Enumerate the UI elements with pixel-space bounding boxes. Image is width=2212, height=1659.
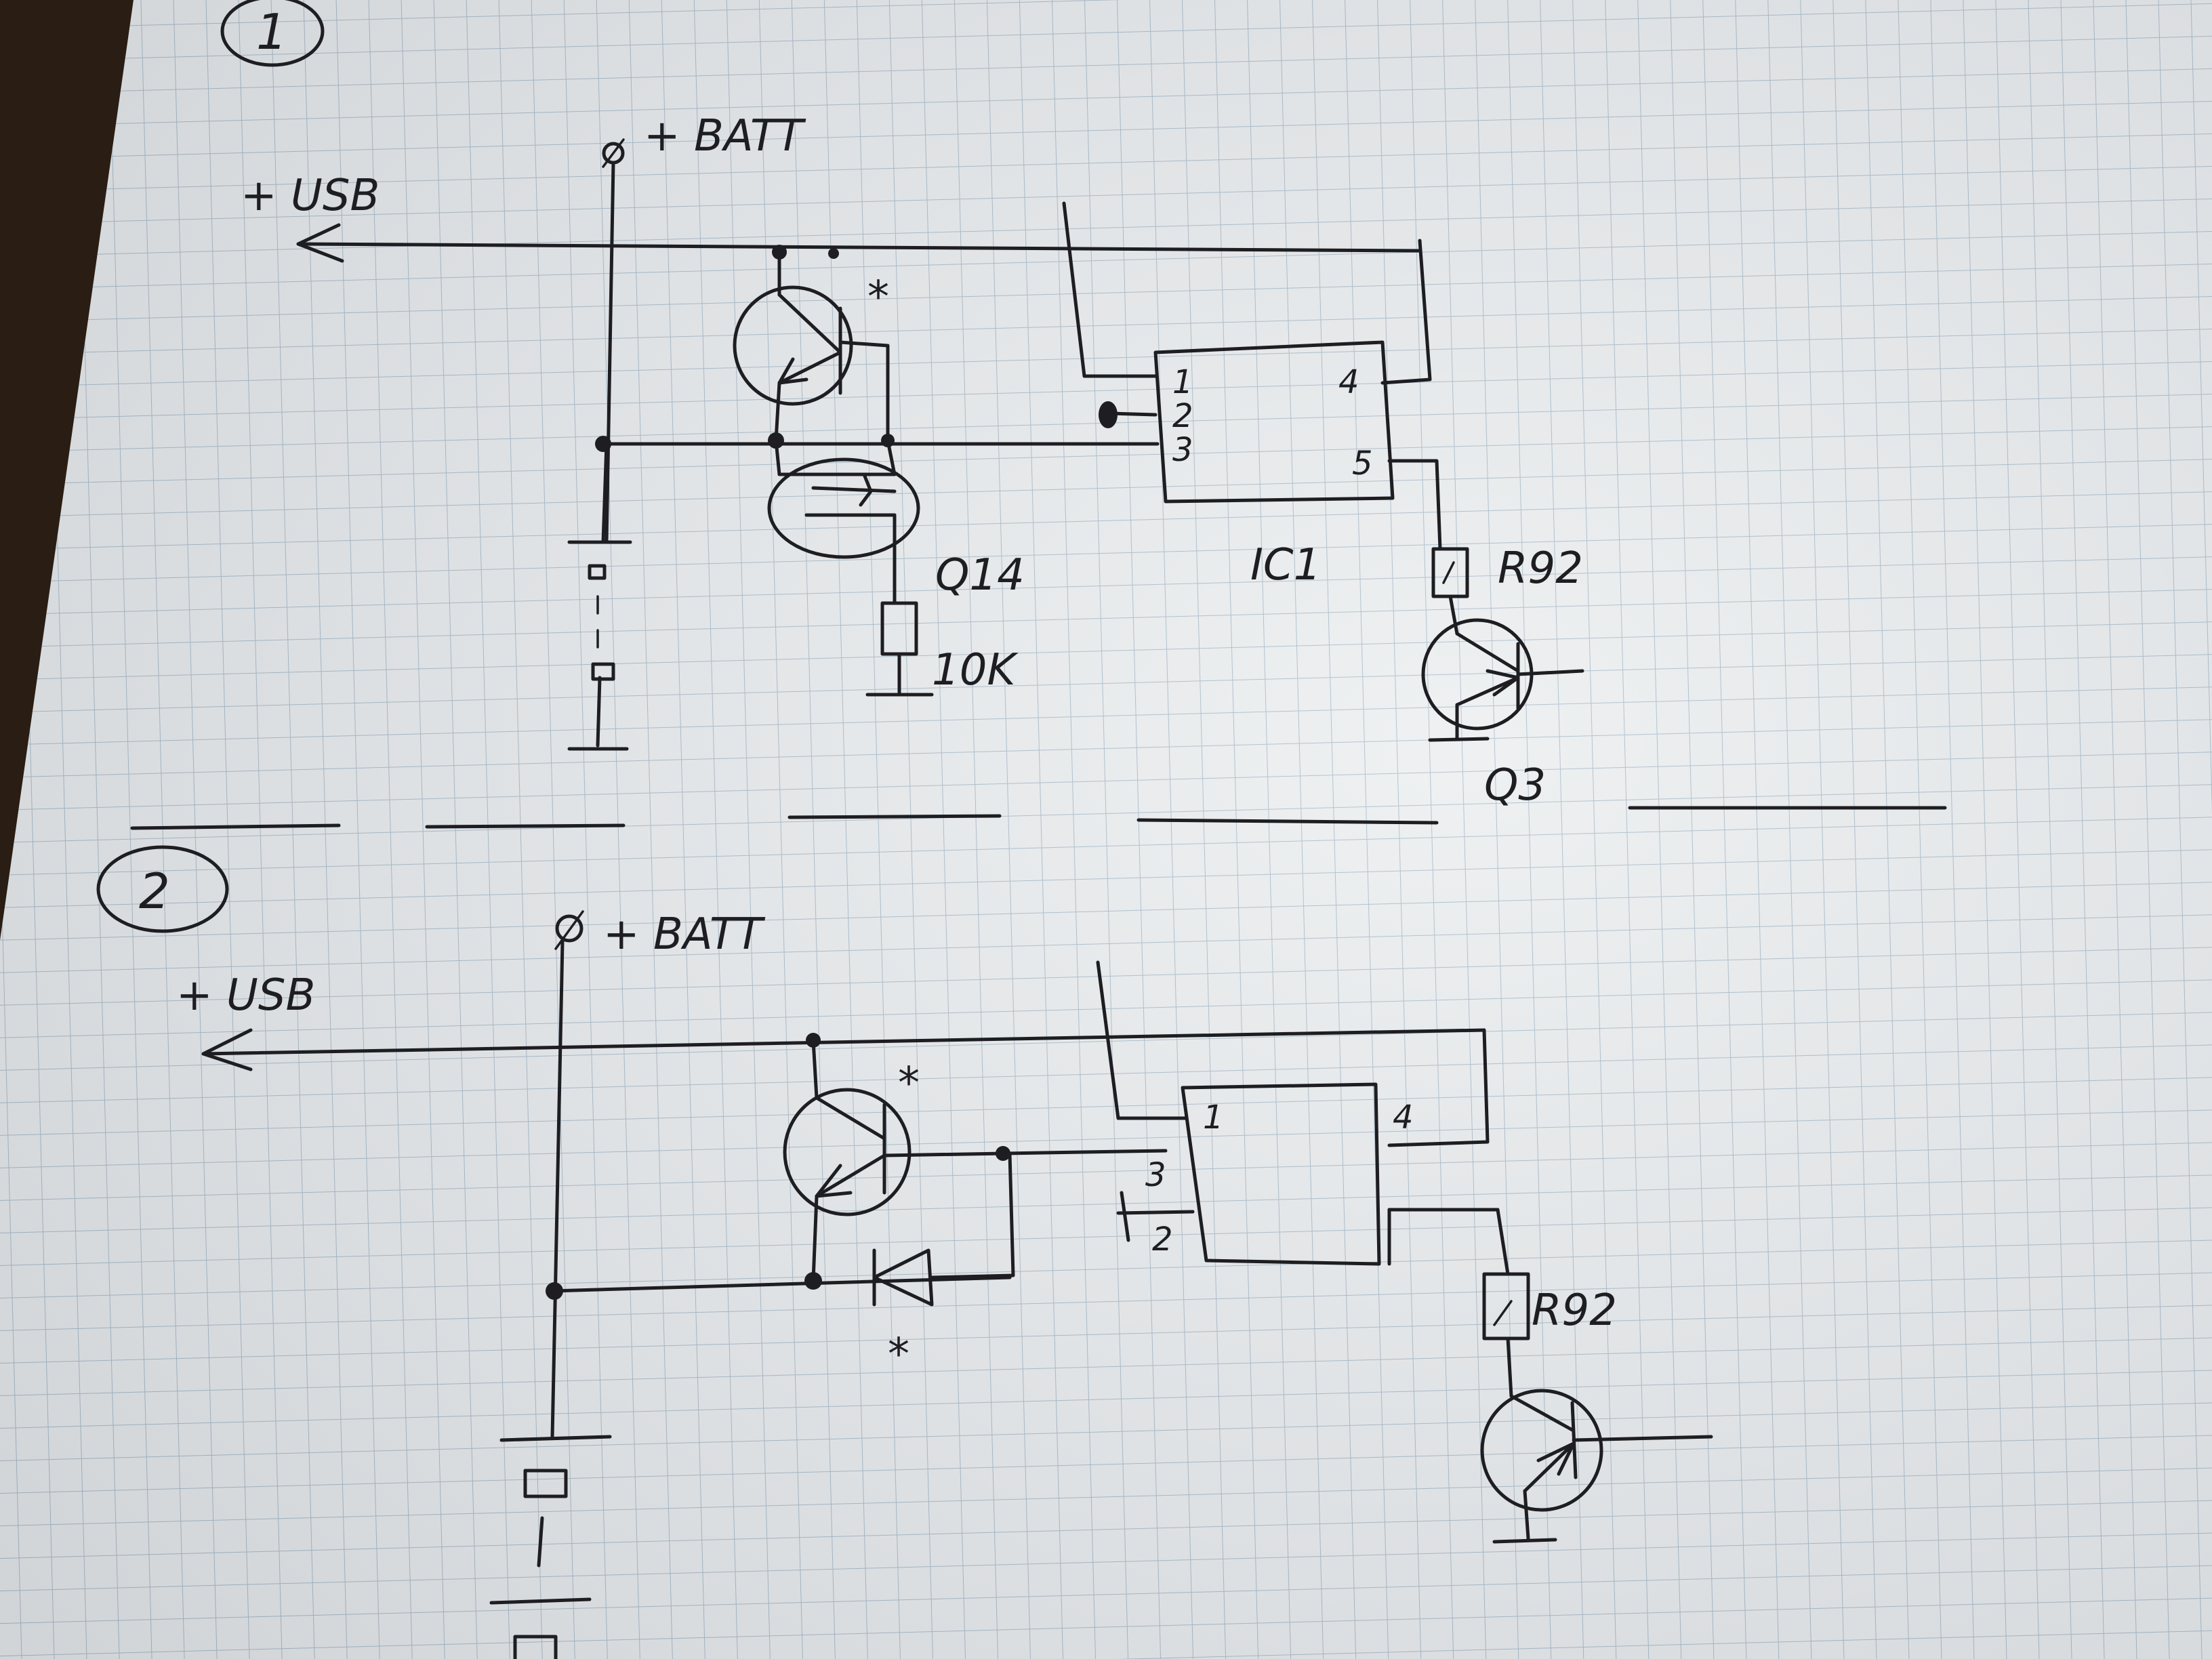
batt-wire-2 — [550, 940, 565, 1439]
ic1 — [1062, 201, 1442, 551]
wire-pin1-2 — [1096, 960, 1188, 1120]
batt-terminal-2 — [555, 914, 583, 943]
batt-label-2: + BATT — [603, 909, 766, 960]
transistor-2 — [783, 1038, 1168, 1283]
sheet-number-1-circle — [220, 0, 325, 67]
ic2-pin-2: 2 — [1152, 1221, 1173, 1258]
batt-wire-1 — [605, 161, 615, 544]
ic-2 — [1096, 960, 1510, 1276]
sheet-number-2: 2 — [139, 863, 170, 920]
sheet-number-1: 1 — [256, 3, 287, 60]
transistor-star-2: * — [898, 1059, 920, 1109]
wire-pin5-1 — [1387, 459, 1442, 551]
usb-arrow-1 — [296, 223, 1422, 263]
batt-label-1: + BATT — [644, 111, 806, 161]
resistor-10k — [865, 601, 934, 697]
transistor-1 — [733, 250, 890, 443]
ic1-pin-3: 3 — [1172, 431, 1193, 469]
battery-2 — [489, 1435, 612, 1659]
transistor-q3 — [1421, 594, 1584, 742]
diagram-2: 2 + BATT + USB * — [96, 845, 1713, 1659]
wire-pin1-1 — [1062, 201, 1158, 378]
transistor-star-1: * — [867, 272, 889, 323]
diagram-1: 1 + BATT + USB — [220, 0, 1584, 811]
ic1-pin-4: 4 — [1338, 363, 1359, 401]
ic-label-1: IC1 — [1250, 540, 1321, 590]
ic2-pin-4: 4 — [1393, 1099, 1414, 1136]
ic1-pin-1: 1 — [1172, 363, 1193, 401]
r92-label-1: R92 — [1498, 544, 1583, 594]
ic2-pin-3: 3 — [1145, 1156, 1166, 1194]
wire-top-to-pin4-2 — [1387, 1028, 1490, 1147]
r92-label-2: R92 — [1532, 1286, 1617, 1336]
usb-label-1: + USB — [241, 171, 380, 221]
wire-to-r92-2 — [1387, 1208, 1510, 1276]
mosfet-q14 — [767, 438, 920, 605]
q3-label: Q3 — [1484, 760, 1546, 811]
mosfet-label-q14: Q14 — [935, 550, 1025, 600]
usb-arrow-2 — [201, 1028, 1486, 1071]
separator — [130, 806, 1947, 830]
sheet-number-2-circle — [96, 845, 229, 933]
wire-top-to-pin4-1 — [1380, 239, 1432, 385]
diode-2 — [872, 1151, 1015, 1307]
usb-label-2: + USB — [176, 970, 315, 1021]
ic1-pin-2: 2 — [1172, 397, 1193, 435]
ic2-pin-1: 1 — [1203, 1099, 1224, 1136]
wire-lower-bus-2 — [550, 1275, 1012, 1293]
ic1-pin-5: 5 — [1352, 445, 1373, 483]
battery-1 — [567, 442, 632, 751]
diode-star-2: * — [888, 1330, 909, 1380]
resistor-label-10k: 10K — [932, 645, 1019, 695]
transistor-lower-2 — [1480, 1336, 1713, 1544]
